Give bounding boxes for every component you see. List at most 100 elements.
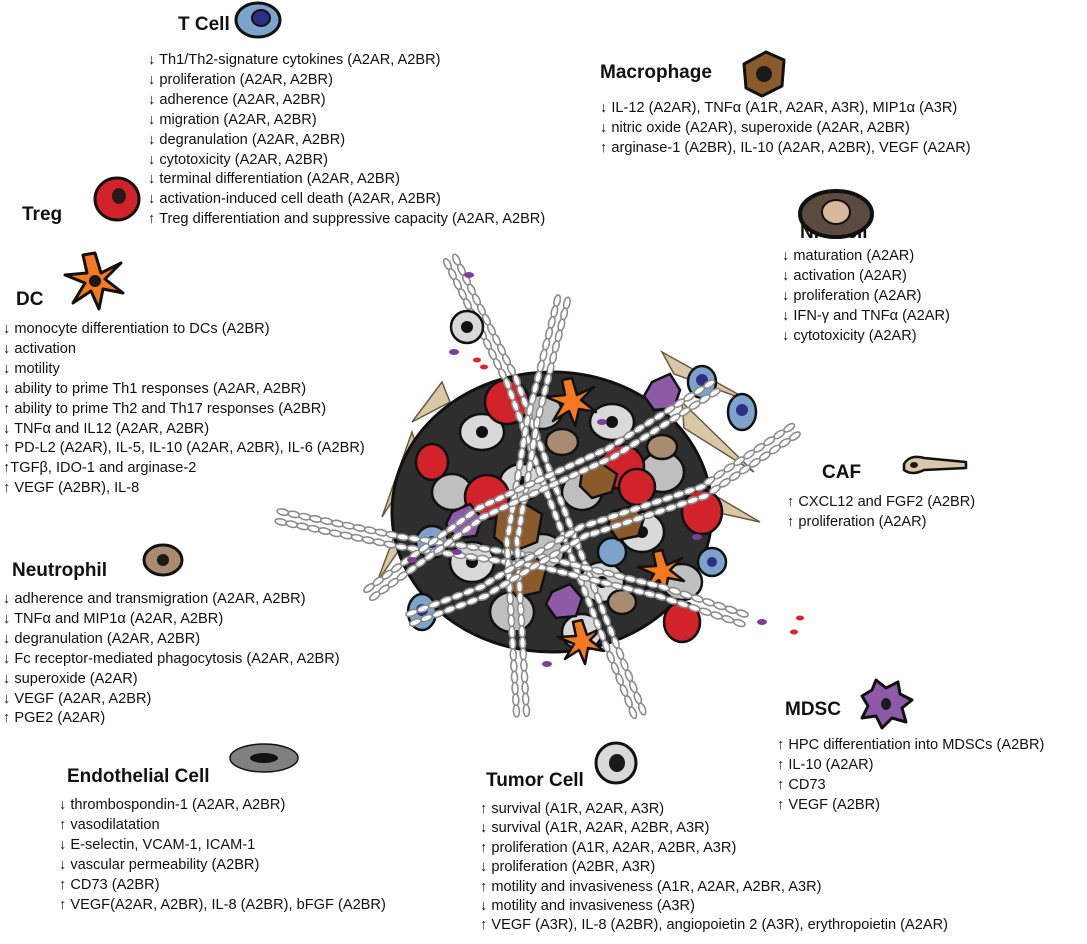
tumor-effect: ↑ survival (A1R, A2AR, A3R) xyxy=(480,801,665,817)
neutrophil-effect: ↓ superoxide (A2AR) xyxy=(3,670,138,687)
nk-effect: ↓ activation (A2AR) xyxy=(782,267,907,284)
endothelial-effect: ↓ thrombospondin-1 (A2AR, A2BR) xyxy=(59,797,286,813)
dc-effect: ↓ activation xyxy=(3,340,77,357)
vessel-link xyxy=(276,508,290,517)
vessel-link xyxy=(317,527,332,535)
vessel-link xyxy=(547,315,556,330)
tcell-effect: ↑ Treg differentiation and suppressive c… xyxy=(148,211,546,228)
vessel-link xyxy=(628,706,638,720)
vessel-link xyxy=(285,520,299,529)
vessel-link xyxy=(361,536,376,545)
dc-effect: ↓ motility xyxy=(3,360,60,377)
endothelial-effect: ↑ CD73 (A2BR) xyxy=(59,876,160,893)
dc-effect: ↑ ability to prime Th2 and Th17 response… xyxy=(3,400,327,417)
tumor-effects: ↑ survival (A1R, A2AR, A3R) ↓ survival (… xyxy=(480,800,948,936)
macrophage-title: Macrophage xyxy=(600,62,712,83)
vessel-link xyxy=(374,528,388,537)
neutrophil-effect: ↓ adherence and transmigration (A2AR, A2… xyxy=(3,591,306,607)
caf-panel: CAF ↑ CXCL12 and FGF2 (A2BR) ↑ prolifera… xyxy=(787,462,975,533)
neutrophil-effect: ↓ degranulation (A2AR, A2BR) xyxy=(3,630,201,647)
tcell-effects: ↓ Th1/Th2-signature cytokines (A2AR, A2B… xyxy=(148,51,545,230)
tcell-effect: ↓ proliferation (A2AR, A2BR) xyxy=(148,71,333,88)
vessel-link xyxy=(615,647,625,660)
vessel-link xyxy=(637,702,647,716)
endothelial-effect: ↑ VEGF(A2AR, A2BR), IL-8 (A2BR), bFGF (A… xyxy=(59,896,386,913)
vessel-link xyxy=(522,703,531,718)
tcell-panel: T Cell ↓ Th1/Th2-signature cytokines (A2… xyxy=(148,14,545,230)
macrophage-cell-icon xyxy=(742,50,786,98)
dc-effect: ↑ PD-L2 (A2AR), IL-5, IL-10 (A2AR, A2BR)… xyxy=(3,440,365,457)
adenosine-markers xyxy=(407,272,767,667)
macrophage-effects: ↓ IL-12 (A2AR), TNFα (A1R, A2AR, A3R), M… xyxy=(600,99,971,159)
caf-effect: ↑ CXCL12 and FGF2 (A2BR) xyxy=(787,494,976,510)
vessel-link xyxy=(624,695,633,709)
vessel-link xyxy=(507,614,516,628)
vessel-link xyxy=(363,526,378,535)
nk-effect: ↓ cytotoxicity (A2AR) xyxy=(782,327,917,344)
tumor-effect: ↓ motility and invasiveness (A3R) xyxy=(480,898,695,915)
tcell-effect: ↓ terminal differentiation (A2AR, A2BR) xyxy=(148,171,400,188)
vessel-link xyxy=(330,519,345,528)
vessel-link xyxy=(517,613,526,628)
vessel-link xyxy=(519,647,528,661)
caf-cell-icon xyxy=(902,455,968,475)
endothelial-effect: ↓ E-selectin, VCAM-1, ICAM-1 xyxy=(59,836,256,853)
vessel-link xyxy=(306,524,321,533)
vessel-link xyxy=(521,681,529,695)
macrophage-effect: ↑ arginase-1 (A2BR), IL-10 (A2AR, A2BR),… xyxy=(600,139,971,156)
vessel-link xyxy=(308,514,323,523)
tcell-effect: ↓ migration (A2AR, A2BR) xyxy=(148,111,317,128)
vessel-link xyxy=(510,670,519,685)
treg-panel: Treg xyxy=(22,204,62,226)
vessel-link xyxy=(624,669,634,683)
vessel-link xyxy=(560,307,569,321)
tumor-panel: Tumor Cell ↑ survival (A1R, A2AR, A3R) ↓… xyxy=(480,770,948,936)
vessel-link xyxy=(584,519,598,528)
vessel-link xyxy=(518,636,527,650)
dendritic-cell-icon xyxy=(63,251,125,311)
vessel-link xyxy=(735,609,749,618)
vessel-link xyxy=(510,659,518,673)
vessel-link xyxy=(516,602,525,616)
tcell-title: T Cell xyxy=(178,14,230,35)
vessel-link xyxy=(296,522,310,531)
neutrophil-panel: Neutrophil ↓ adherence and transmigratio… xyxy=(3,560,340,729)
endothelial-panel: Endothelial Cell ↓ thrombospondin-1 (A2A… xyxy=(59,766,386,915)
macrophage-panel: Macrophage ↓ IL-12 (A2AR), TNFα (A1R, A2… xyxy=(600,62,971,159)
tcell-effect: ↓ adherence (A2AR, A2BR) xyxy=(148,91,326,108)
mdsc-effect: ↑ IL-10 (A2AR) xyxy=(777,756,874,773)
vessel-link xyxy=(520,658,528,673)
endothelial-cell-icon xyxy=(229,743,299,773)
vessel-link xyxy=(698,607,712,616)
vessel-link xyxy=(503,546,512,561)
vessel-link xyxy=(352,524,367,532)
neutrophil-effect: ↓ VEGF (A2AR, A2BR) xyxy=(3,690,152,707)
dc-panel: DC ↓ monocyte differentiation to DCs (A2… xyxy=(3,289,365,499)
vessel-link xyxy=(633,691,643,705)
nk-effects: ↓ maturation (A2AR) ↓ activation (A2AR) … xyxy=(782,247,950,347)
dc-title: DC xyxy=(16,289,44,310)
vessel-link xyxy=(550,305,559,319)
vessel-link xyxy=(724,605,738,615)
vessel-link xyxy=(350,533,365,542)
caf-title: CAF xyxy=(822,462,862,483)
tcell-effect: ↓ degranulation (A2AR, A2BR) xyxy=(148,131,346,148)
vessel-link xyxy=(551,340,560,354)
vessel-link xyxy=(298,512,312,521)
endothelial-effect: ↓ vascular permeability (A2BR) xyxy=(59,856,260,873)
vessel-link xyxy=(615,672,624,686)
vessel-link xyxy=(508,625,516,640)
vessel-link xyxy=(512,704,521,718)
vessel-link xyxy=(513,534,521,549)
vessel-link xyxy=(713,601,727,611)
tumor-mass-illustration xyxy=(274,253,804,720)
mdsc-title: MDSC xyxy=(785,699,841,720)
vessel-link xyxy=(274,517,288,526)
vessel-link xyxy=(516,591,524,605)
neutrophil-effect: ↓ TNFα and MIP1α (A2AR, A2BR) xyxy=(3,610,224,627)
vessel-link xyxy=(520,669,529,684)
vessel-link xyxy=(506,591,514,606)
vessel-link xyxy=(703,379,716,389)
neutrophil-effects: ↓ adherence and transmigration (A2AR, A2… xyxy=(3,590,340,729)
mdsc-effects: ↑ HPC differentiation into MDSCs (A2BR) … xyxy=(777,736,1044,816)
